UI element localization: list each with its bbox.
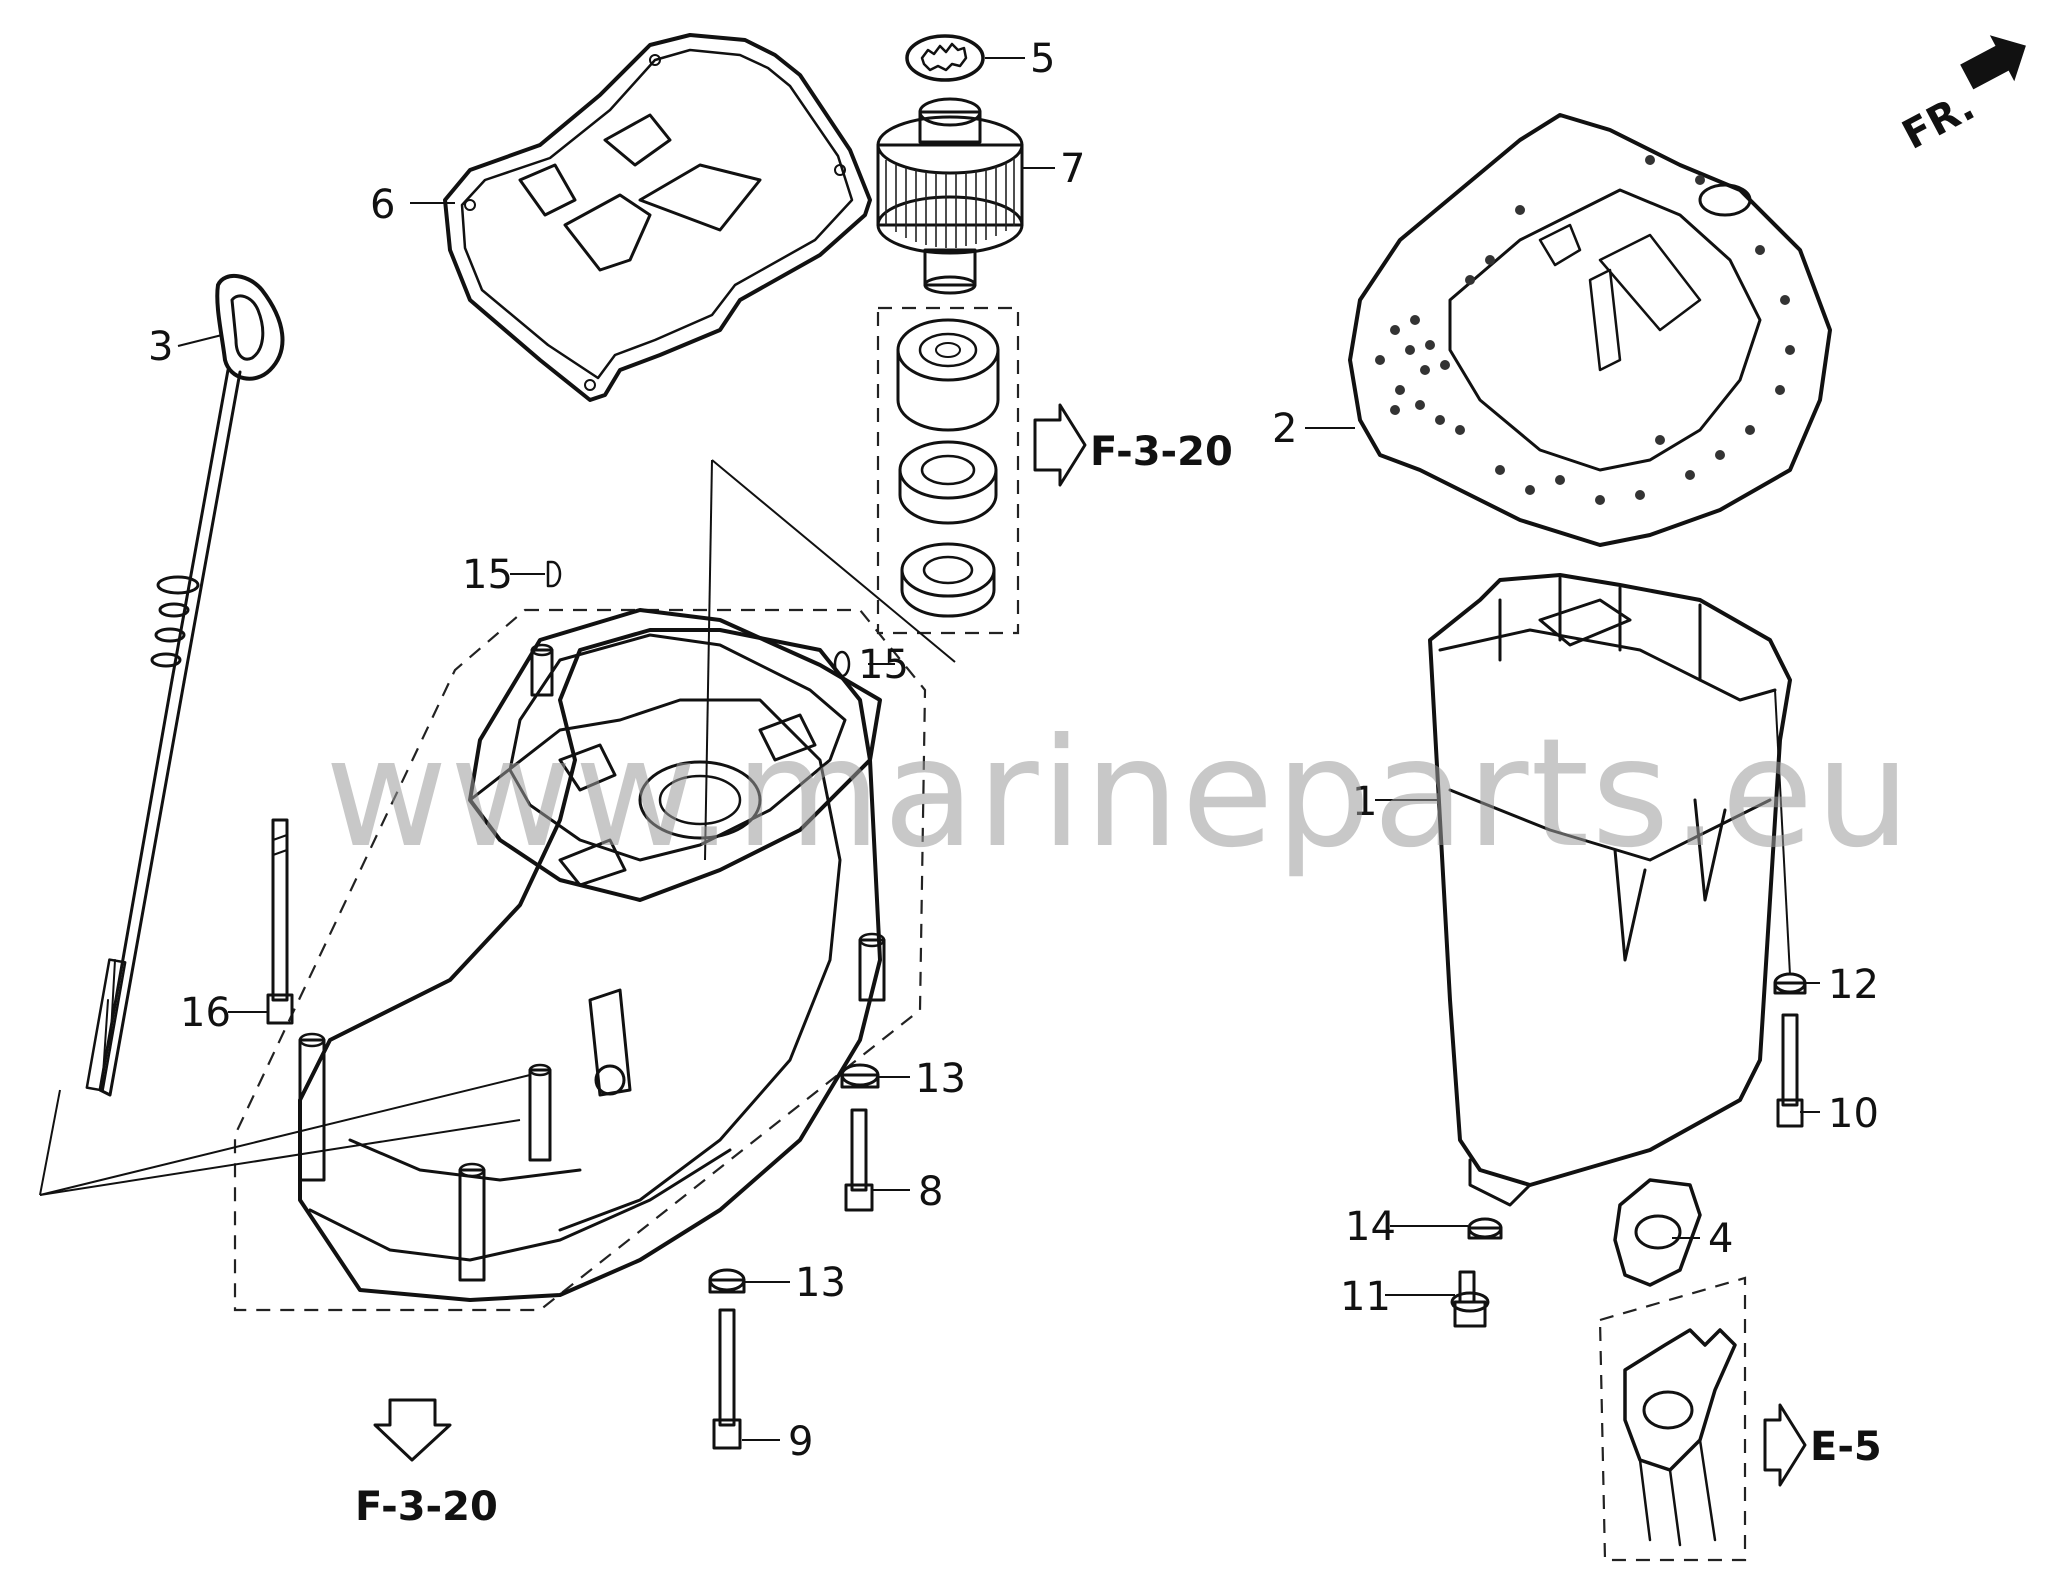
callout-4: 4	[1708, 1216, 1733, 1262]
lower-case-assembly	[233, 608, 927, 1312]
callout-5: 5	[1030, 36, 1055, 82]
reference-bracket-group-label: E-5	[1810, 1424, 1882, 1470]
reference-gear-group: F-3-20	[1033, 403, 1233, 487]
bearing-lower	[900, 542, 996, 618]
callout-numbers: 5 7 6 3 2 15 15 1 12 16 13 10 8 14 4 13 …	[148, 36, 1879, 1465]
reference-gear-group-label: F-3-20	[1090, 429, 1233, 475]
washer-part-5	[905, 34, 985, 82]
reference-lower-group-label: F-3-20	[355, 1484, 498, 1530]
callout-9: 9	[788, 1419, 813, 1465]
callout-13-lower: 13	[795, 1260, 846, 1306]
callout-14: 14	[1345, 1204, 1396, 1250]
callout-15-lower: 15	[858, 642, 909, 688]
bolt-part-10	[1776, 1013, 1804, 1128]
bolt-part-16	[266, 818, 294, 1025]
callout-13-upper: 13	[915, 1056, 966, 1102]
bolt-part-8	[844, 1108, 874, 1212]
nut-part-13-upper	[840, 1063, 880, 1089]
reference-lower-group: F-3-20	[355, 1398, 498, 1530]
callout-8: 8	[918, 1169, 943, 1215]
callout-12: 12	[1828, 962, 1879, 1008]
gasket-part-6	[443, 33, 872, 402]
front-marker-text: FR.	[1895, 83, 1982, 158]
callout-2: 2	[1272, 406, 1297, 452]
callout-6: 6	[370, 182, 395, 228]
dipstick-part-3	[85, 274, 285, 1097]
screw-part-11	[1450, 1270, 1490, 1328]
watermark: www.marineparts.eu	[325, 707, 1913, 881]
plate-part-2	[1348, 113, 1832, 547]
nut-part-13-lower	[708, 1268, 746, 1294]
callout-1: 1	[1352, 779, 1377, 825]
washer-part-14	[1467, 1217, 1503, 1240]
gasket-part-4	[1613, 1178, 1702, 1287]
bearing-middle	[898, 440, 998, 525]
callout-11: 11	[1340, 1274, 1391, 1320]
front-direction-marker: FR.	[1895, 35, 2026, 159]
callout-10: 10	[1828, 1091, 1879, 1137]
bearing-upper	[896, 318, 1000, 432]
callout-16: 16	[180, 990, 231, 1036]
reference-bracket-group: E-5	[1763, 1403, 1882, 1487]
callout-7: 7	[1060, 146, 1085, 192]
gear-part-7	[876, 97, 1024, 295]
leader-lines	[39, 57, 1820, 1441]
callout-3: 3	[148, 324, 173, 370]
part-15-markers	[546, 560, 851, 678]
callout-15-upper: 15	[462, 552, 513, 598]
bracket-assembly	[1598, 1276, 1747, 1562]
bolt-part-9	[712, 1308, 742, 1450]
oil-case-part-1	[1428, 573, 1792, 1207]
bearing-set	[876, 306, 1020, 635]
